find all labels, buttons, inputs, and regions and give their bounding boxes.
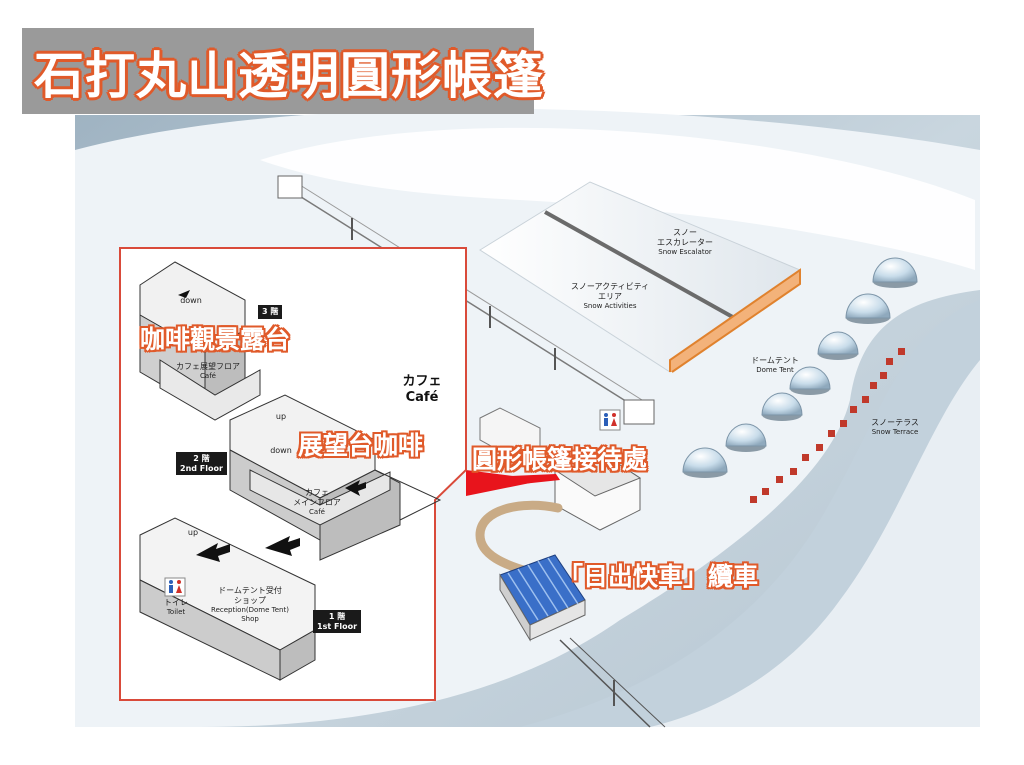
callout-cafe-main: 展望台咖啡 <box>298 431 424 460</box>
toilet-icon <box>599 409 621 431</box>
snow-escalator-belt <box>544 210 739 322</box>
reception-roof <box>553 451 642 497</box>
flow-arrows <box>178 290 366 562</box>
snow-curve-light <box>650 360 980 727</box>
terrace-chairs <box>750 348 905 503</box>
label-up-2f: up <box>275 412 287 421</box>
dome-tent <box>761 392 803 421</box>
label-cafe-deck: カフェ展望フロア Café <box>176 362 240 380</box>
map-title: 石打丸山透明圓形帳篷 <box>34 47 544 105</box>
dome-tent <box>845 293 891 324</box>
lift-station-top <box>277 175 303 199</box>
reception-annex <box>479 407 541 463</box>
gondola-cable-2 <box>569 637 666 728</box>
floor-3-drawing <box>139 261 261 421</box>
floor-2-drawing <box>229 394 442 561</box>
lift-station-bottom <box>623 399 655 425</box>
label-down-2f: down <box>270 446 292 455</box>
label-cafe: カフェ Café <box>402 374 442 405</box>
label-snow-terrace: スノーテラス Snow Terrace <box>871 418 919 436</box>
dome-tent <box>789 366 831 395</box>
dome-tent <box>872 257 918 288</box>
dome-tent <box>682 447 728 478</box>
title-banner <box>22 28 534 114</box>
floor-tag-3: 3 階 <box>258 305 283 319</box>
toilet-icon-inset <box>164 577 186 597</box>
label-cafe-main-floor: カフェ メインフロア Café <box>293 488 341 516</box>
floor-tag-1: 1 階 1st Floor <box>313 610 362 634</box>
label-down-3f: down <box>180 296 202 305</box>
floor-tag-2: 2 階 2nd Floor <box>176 452 227 476</box>
gondola-station <box>499 554 586 642</box>
callout-pointer-fill <box>466 470 545 496</box>
callout-cafe-terrace: 咖啡觀景露台 <box>140 325 291 354</box>
orange-fence <box>669 268 801 373</box>
dome-tents <box>682 257 918 478</box>
floor-1-drawing <box>139 517 316 681</box>
label-toilet: トイレ Toilet <box>164 598 188 616</box>
label-snow-escalator: スノー エスカレーター Snow Escalator <box>657 228 713 256</box>
callout-reception: 圓形帳篷接待處 <box>472 445 648 474</box>
label-dome-tent: ドームテント Dome Tent <box>751 356 799 374</box>
label-reception-shop: ドームテント受付 ショップ Reception(Dome Tent) Shop <box>211 586 289 623</box>
walking-path <box>475 500 563 577</box>
dome-tent <box>725 423 767 452</box>
label-snow-activities: スノーアクティビティ エリア Snow Activities <box>570 282 650 310</box>
dome-tent <box>817 331 859 360</box>
label-up-1f: up <box>187 528 199 537</box>
gondola-cable <box>559 639 651 728</box>
callout-gondola: 「日出快車」纜車 <box>558 562 759 591</box>
lift-line-2 <box>299 184 651 406</box>
